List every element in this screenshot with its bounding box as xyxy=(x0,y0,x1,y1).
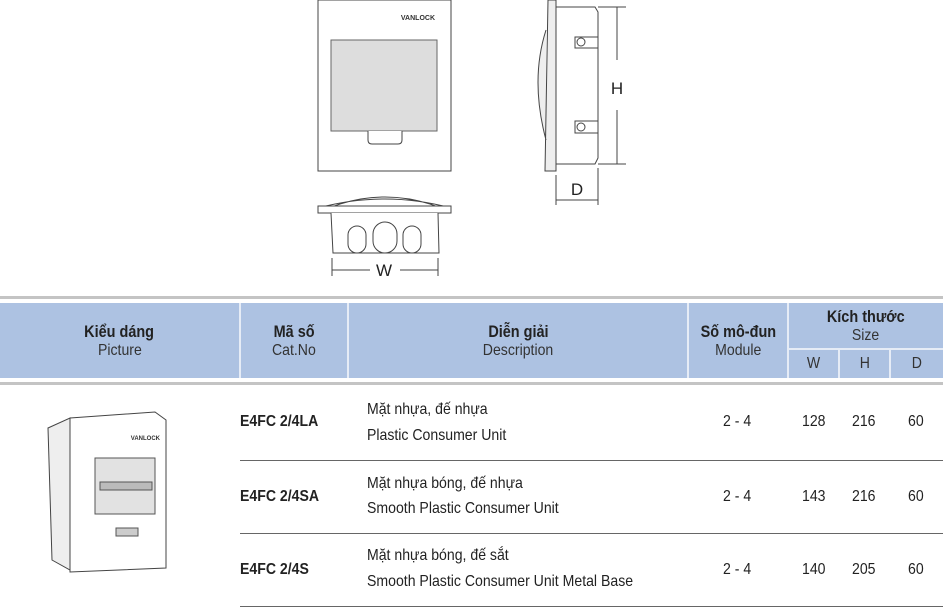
header-catno: Mã số xyxy=(273,321,315,341)
size-d: 60 xyxy=(908,488,924,505)
catno: E4FC 2/4S xyxy=(240,561,309,578)
desc-vi: Mặt nhựa bóng, đế sắt xyxy=(367,547,509,564)
desc-en: Plastic Consumer Unit xyxy=(367,427,507,444)
desc-en: Smooth Plastic Consumer Unit xyxy=(367,500,559,517)
technical-drawing: VANLOCK W H D xyxy=(317,0,626,280)
vanlock-logo: VANLOCK xyxy=(401,15,435,22)
table-row: E4FC 2/4LA Mặt nhựa, đế nhựa Plastic Con… xyxy=(240,387,943,461)
header-description-en: Description xyxy=(482,341,554,359)
table-row: E4FC 2/4SA Mặt nhựa bóng, đế nhựa Smooth… xyxy=(240,460,943,534)
size-w: 140 xyxy=(802,561,826,578)
size-h: 205 xyxy=(852,561,876,578)
desc-vi: Mặt nhựa bóng, đế nhựa xyxy=(367,475,523,492)
catno: E4FC 2/4LA xyxy=(240,413,319,430)
size-w: 128 xyxy=(802,413,826,430)
size-d: 60 xyxy=(908,413,924,430)
header-module-en: Module xyxy=(714,341,762,359)
dim-h-label: H xyxy=(611,79,623,98)
header-module: Số mô-đun xyxy=(700,321,776,341)
header-catno-en: Cat.No xyxy=(272,341,316,359)
dim-d-label: D xyxy=(571,180,583,199)
size-h: 216 xyxy=(852,488,876,505)
table-row: E4FC 2/4S Mặt nhựa bóng, đế sắt Smooth P… xyxy=(240,533,943,607)
header-size-en: Size xyxy=(852,326,880,344)
size-w: 143 xyxy=(802,488,826,505)
header-h: H xyxy=(859,355,870,372)
divider xyxy=(0,382,943,385)
header-size: Kích thước xyxy=(827,306,905,326)
product-image: VANLOCK xyxy=(47,411,167,573)
svg-text:VANLOCK: VANLOCK xyxy=(131,436,161,442)
module: 2 - 4 xyxy=(723,488,752,505)
size-d: 60 xyxy=(908,561,924,578)
header-description: Diễn giải xyxy=(487,321,549,341)
header-picture-en: Picture xyxy=(97,341,142,359)
catno: E4FC 2/4SA xyxy=(240,488,320,505)
side-view xyxy=(537,0,557,172)
desc-en: Smooth Plastic Consumer Unit Metal Base xyxy=(367,573,634,590)
size-h: 216 xyxy=(852,413,876,430)
header-w: W xyxy=(806,355,821,372)
divider xyxy=(0,296,943,299)
module: 2 - 4 xyxy=(723,561,752,578)
dim-w-label: W xyxy=(376,261,392,280)
header-picture: Kiểu dáng xyxy=(84,321,155,341)
module: 2 - 4 xyxy=(723,413,752,430)
header-d: D xyxy=(911,355,923,372)
desc-vi: Mặt nhựa, đế nhựa xyxy=(367,401,488,418)
